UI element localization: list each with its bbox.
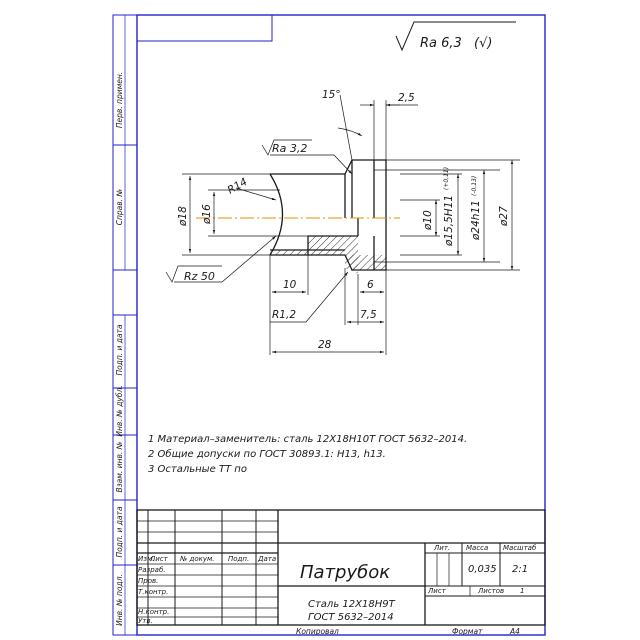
tb-role-developer: Разраб. bbox=[138, 566, 166, 574]
dim-phi18: ø18 bbox=[177, 206, 189, 227]
title-block-texts: Изм. Лист № докум. Подп. Дата Разраб. Пр… bbox=[138, 544, 537, 625]
general-roughness-value: Ra 6,3 bbox=[420, 36, 462, 51]
roughness-ra32: Ra 3,2 bbox=[272, 142, 307, 155]
sheet-frame bbox=[112, 14, 546, 636]
tb-header-sheet: Лист bbox=[149, 555, 169, 563]
tb-mass-value: 0,035 bbox=[468, 564, 497, 575]
tb-role-approved: Утв. bbox=[138, 617, 153, 625]
tb-lit-label: Лит. bbox=[433, 544, 450, 552]
note-1: 1 Материал–заменитель: сталь 12Х18Н10Т Г… bbox=[148, 434, 467, 445]
tb-mass-label: Масса bbox=[466, 544, 488, 552]
side-label-sign-date-1: Подп. и дата bbox=[115, 324, 124, 375]
footer: Копировал Формат А4 bbox=[296, 627, 520, 636]
footer-copied: Копировал bbox=[296, 627, 339, 636]
tb-header-doc: № докум. bbox=[179, 555, 215, 563]
side-label-first-use: Перв. примен. bbox=[115, 72, 124, 128]
material-line-2: ГОСТ 5632–2014 bbox=[308, 612, 394, 623]
dim-angle: 15° bbox=[322, 89, 341, 101]
side-label-orig-inv: Инв. № подл. bbox=[115, 574, 124, 626]
side-label-sign-date-2: Подп. и дата bbox=[115, 506, 124, 557]
general-roughness-mark: Ra 6,3 (√) bbox=[395, 21, 516, 52]
side-label-ref-no: Справ. № bbox=[115, 189, 124, 226]
dim-phi24: ø24h11 bbox=[470, 200, 482, 241]
note-2: 2 Общие допуски по ГОСТ 30893.1: H13, h1… bbox=[148, 448, 386, 460]
tb-header-sign: Подп. bbox=[228, 555, 249, 563]
part-drawing bbox=[196, 159, 400, 274]
tb-sheet-label: Лист bbox=[427, 587, 447, 595]
section-hatch-flange bbox=[345, 255, 386, 270]
dim-phi16: ø16 bbox=[201, 204, 213, 225]
footer-format-label: Формат bbox=[452, 627, 483, 636]
dim-phi27: ø27 bbox=[498, 206, 510, 227]
side-labels: Перв. примен. Справ. № Подп. и дата Инв.… bbox=[115, 72, 124, 626]
dim-10: 10 bbox=[283, 279, 297, 291]
dim-phi15-5-tol: (+0,11) bbox=[443, 167, 450, 190]
dimension-lines bbox=[165, 94, 520, 355]
footer-format-value: А4 bbox=[509, 627, 520, 636]
dimension-texts: 15° 2,5 Ra 3,2 R14 ø18 ø16 ø10 ø15,5H11 … bbox=[177, 89, 510, 351]
roughness-rz50: Rz 50 bbox=[184, 270, 215, 283]
dim-7-5: 7,5 bbox=[360, 309, 377, 321]
tb-scale-label: Масштаб bbox=[503, 544, 537, 552]
tb-sheets-label: Листов bbox=[477, 587, 504, 595]
dim-r14: R14 bbox=[226, 176, 250, 197]
dim-phi15-5: ø15,5H11 bbox=[443, 195, 455, 247]
tb-role-checker: Пров. bbox=[138, 577, 158, 585]
side-label-repl-inv: Взам. инв. № bbox=[115, 441, 124, 492]
general-roughness-suffix: (√) bbox=[474, 36, 492, 51]
tb-role-tech-control: Т.контр. bbox=[138, 588, 168, 596]
note-3: 3 Остальные ТТ по bbox=[148, 464, 247, 475]
technical-notes: 1 Материал–заменитель: сталь 12Х18Н10Т Г… bbox=[148, 434, 467, 475]
dim-phi10: ø10 bbox=[422, 210, 434, 231]
tb-scale-value: 2:1 bbox=[512, 564, 528, 575]
dim-2-5: 2,5 bbox=[398, 92, 415, 104]
dim-6: 6 bbox=[367, 279, 374, 291]
tb-header-change: Изм. bbox=[138, 555, 154, 563]
part-name: Патрубок bbox=[300, 562, 390, 583]
dim-phi24-tol: (-0,13) bbox=[471, 176, 478, 196]
tb-role-norm-control: Н.контр. bbox=[138, 608, 169, 616]
dim-r1-2: R1,2 bbox=[272, 309, 296, 321]
title-block bbox=[136, 509, 546, 626]
tb-sheets-value: 1 bbox=[520, 587, 524, 595]
tb-header-date: Дата bbox=[257, 555, 276, 563]
material-line-1: Сталь 12Х18Н9Т bbox=[308, 599, 396, 610]
side-label-dup-inv: Инв. № дубл. bbox=[115, 385, 124, 436]
dim-28: 28 bbox=[318, 339, 332, 351]
